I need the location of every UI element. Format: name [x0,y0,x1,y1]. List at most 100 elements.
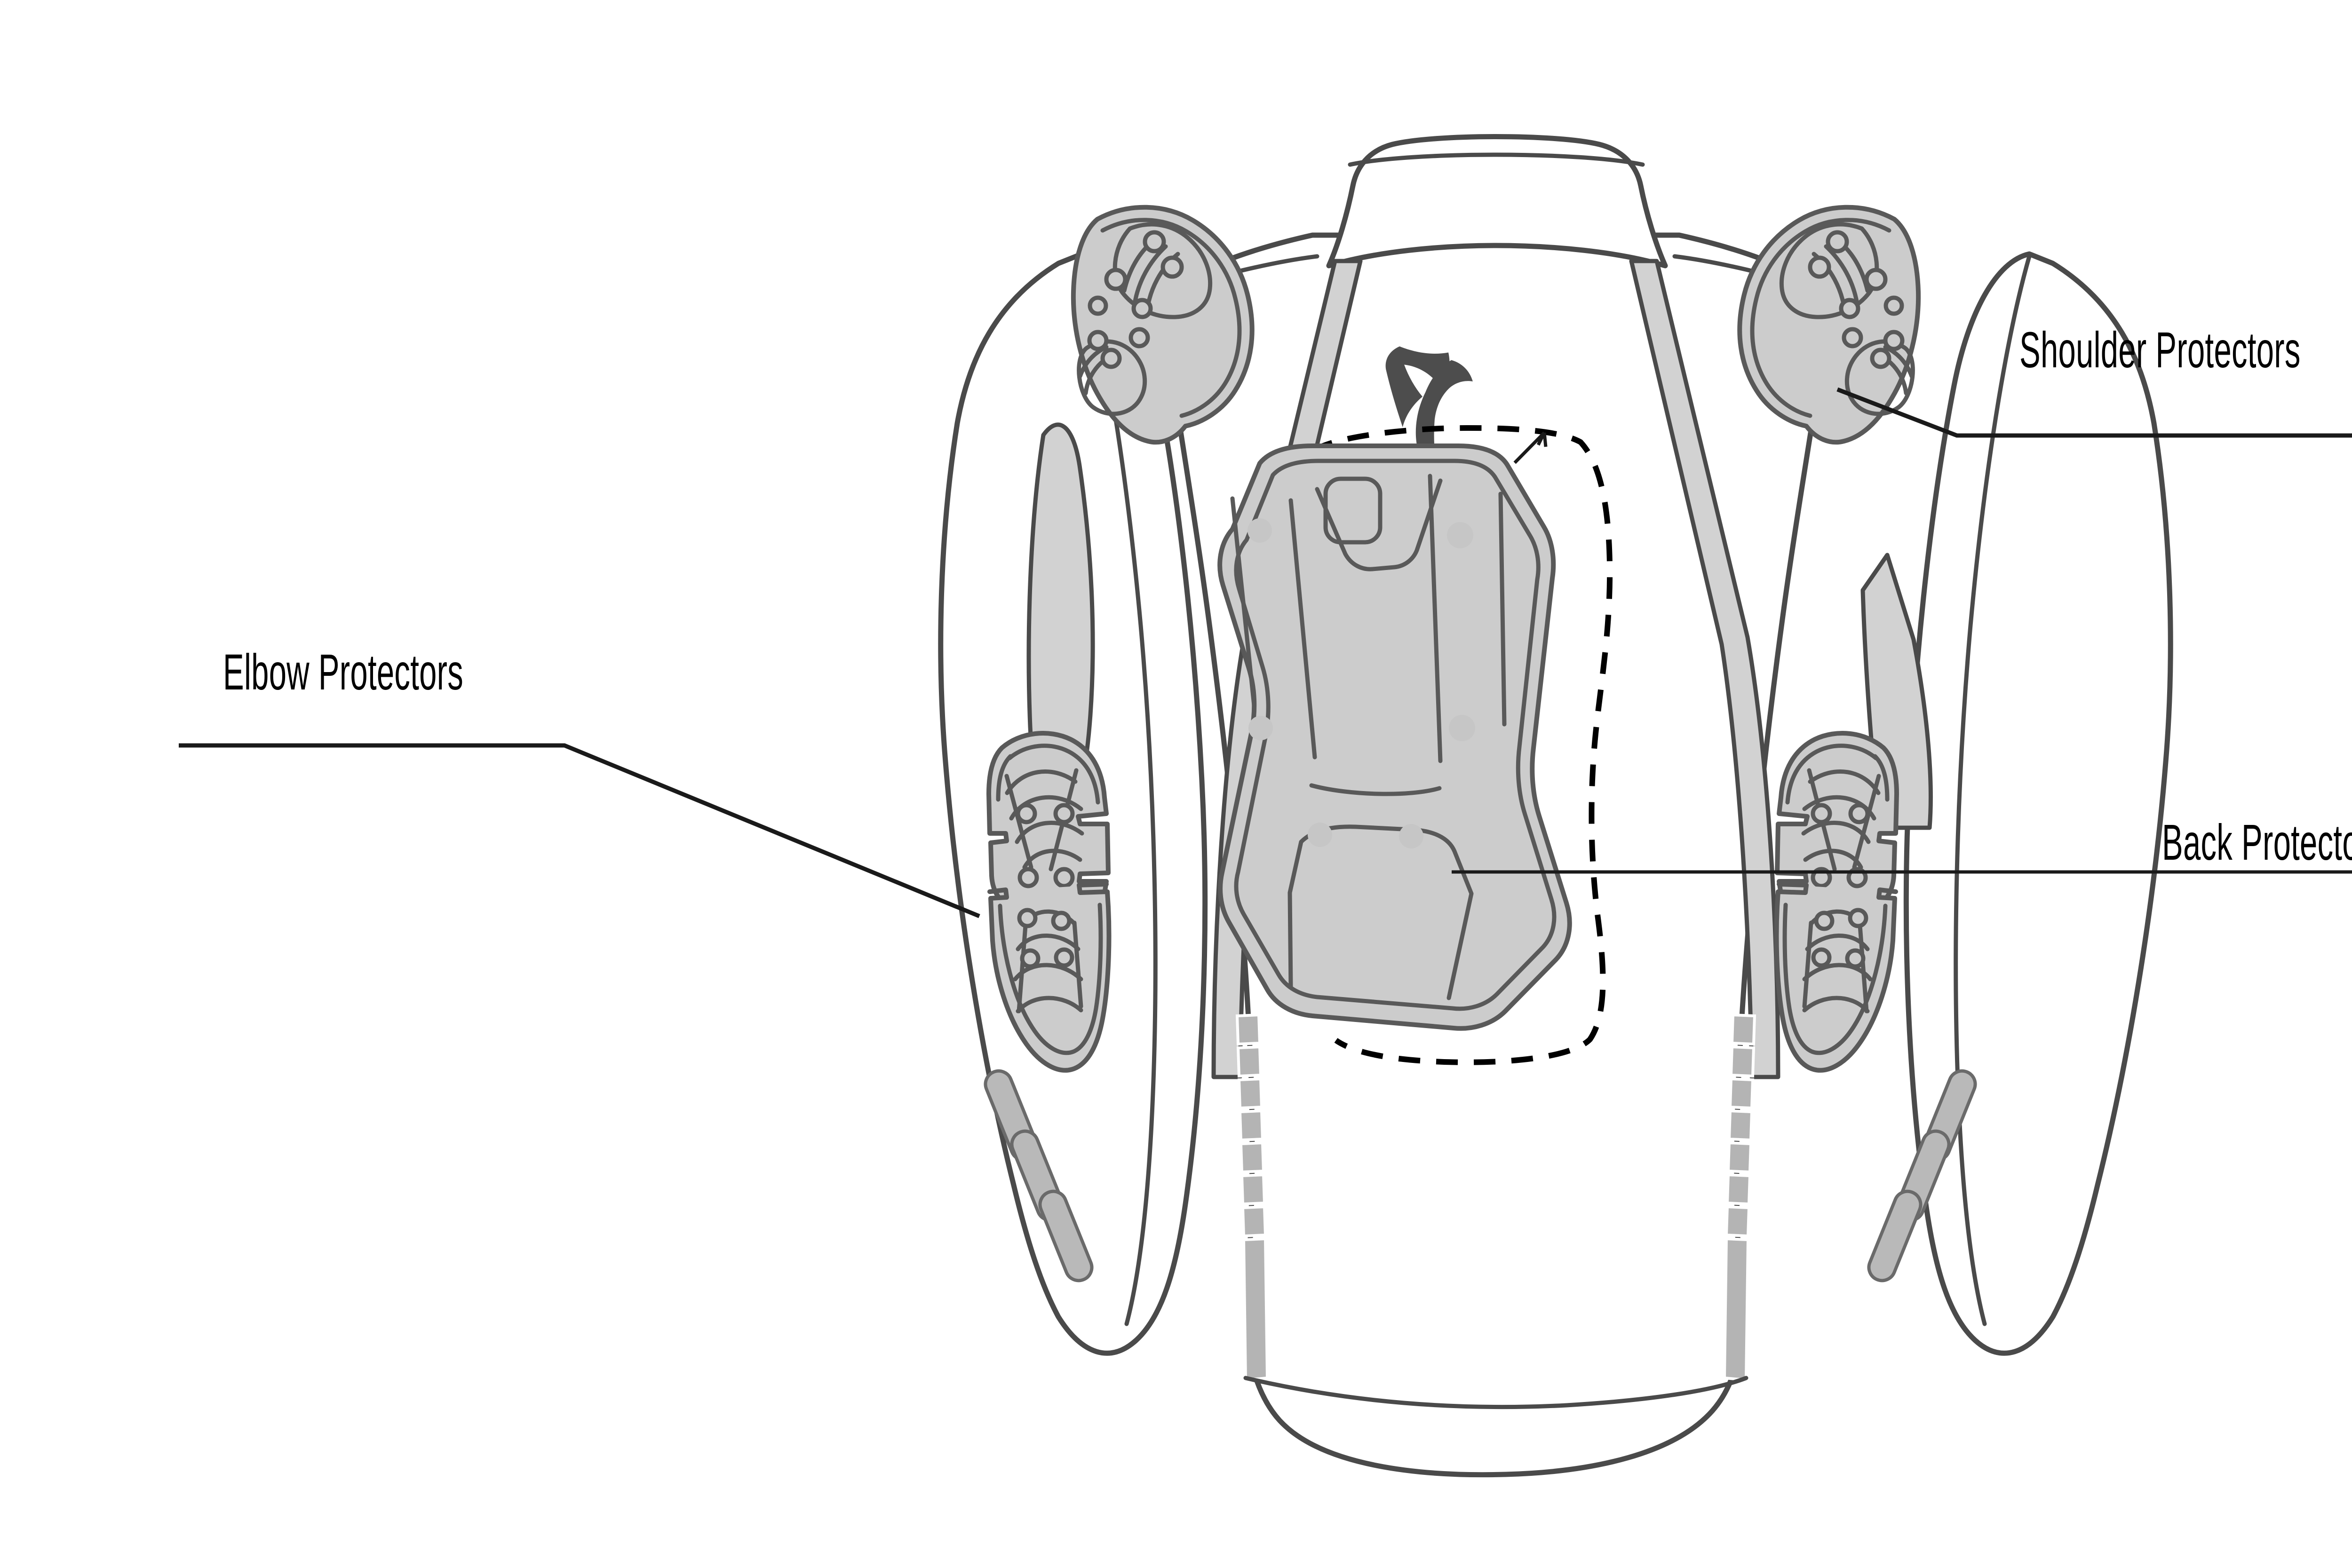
back-protector-panel-line-left [1288,498,1317,760]
right-torso-vent-segments [1724,1013,1756,1238]
right-shoulder-protector [1737,205,1921,445]
back-protector-rivet [1248,716,1273,740]
callout-label-shoulder-protectors: Shoulder Protectors [2019,321,2301,378]
right-sleeve [1860,251,2173,1356]
back-protector-panel-line-right [1428,474,1443,763]
yoke-stripe-right [1631,261,1778,1077]
right-elbow-upper-inner-edge [1785,744,1878,805]
left-torso-ventilation [1235,1013,1269,1382]
yoke-stripe-left [1214,261,1360,1077]
right-shoulder-vent-hole [1864,268,1888,291]
right-elbow-lower-wedge-left [1802,920,1813,1009]
back-protector-rivet [1308,823,1332,847]
left-shoulder-vent-hole [1131,298,1153,319]
right-torso-vent-band [1723,1237,1750,1382]
left-elbow-vent-hole [1017,867,1039,888]
back-protector-pocket-dashed-outline [1311,425,1613,1065]
back-protector-top-slot [1323,476,1383,545]
left-elbow-upper-rib-1 [1005,769,1078,795]
right-elbow-lower-inner-edge [1782,903,1888,1055]
left-shoulder-rib-pod-lower [1077,339,1147,416]
left-torso-vent-segments [1235,1013,1267,1238]
collar-outer [1326,134,1668,269]
left-elbow-vent-hole [1054,947,1074,968]
left-elbow-lower-inner-edge [998,903,1103,1055]
right-shoulder-protector-inner-edge [1750,218,1891,418]
left-elbow-vent-hole [1051,911,1072,931]
back-protector-panel-line-far-right [1498,491,1507,727]
left-shoulder-vent-hole [1104,268,1128,291]
left-shoulder-rib-2 [1132,244,1168,306]
left-shoulder-vent-hole [1087,330,1109,351]
left-shoulder-vent-hole [1100,348,1122,369]
elbow-protectors-leader-line [179,743,980,919]
right-elbow-upper-rib-1 [1808,769,1881,795]
right-shoulder-vent-hole [1883,295,1904,316]
left-elbow-upper-inner-edge-2 [996,754,1013,802]
back-protector-panel-line-far-left [1230,496,1256,708]
left-shoulder-vent-hole [1143,230,1166,253]
left-elbow-vent-hole [1053,803,1075,824]
left-elbow-vent-hole [1053,867,1075,888]
left-elbow-vent-hole [1016,803,1037,824]
back-protector-rivet [1399,824,1423,848]
left-shoulder-protector-inner-edge [1100,218,1242,418]
back-protector-top-shield [1315,478,1443,571]
callout-leader-lines [179,387,2352,919]
back-protector-rivet [1248,518,1272,543]
right-elbow-vent-hole [1845,948,1866,969]
right-shoulder-vent-hole [1808,255,1831,279]
left-elbow-upper-inner-edge [1007,744,1100,805]
collar-inner-seam [1348,152,1645,167]
back-protector-pocket-pointer [1513,431,1548,464]
right-elbow-vent-hole [1811,947,1832,968]
right-elbow-vent-hole [1814,911,1835,931]
back-protector-bottom-panel [1309,783,1442,796]
right-elbow-protector-lower-lobe [1774,882,1898,1073]
left-elbow-lower-rib-4 [1016,996,1083,1014]
left-torso-vent-band [1242,1237,1269,1382]
left-elbow-lower-wedge-right [1072,920,1083,1009]
back-protector-rivet [1449,715,1475,741]
left-elbow-vent-hole [1020,948,1041,969]
left-elbow-vent-hole [1017,908,1038,928]
left-elbow-protector [986,731,1112,1073]
jacket-illustration [938,134,2173,1478]
left-elbow-upper-wedge-left [1004,774,1033,870]
left-elbow-protector-lower-lobe [987,882,1112,1073]
right-shoulder-rib-2 [1824,244,1859,306]
right-shoulder-vent-hole [1870,348,1891,369]
left-shoulder-protector [1071,205,1255,445]
jacket-bottom-hem [1243,1376,1748,1410]
right-shoulder-vent-hole [1826,230,1849,253]
back-protector-outer-shell [1217,443,1572,1031]
callout-label-back-protector: Back Protector [2162,814,2352,871]
jacket-collar [1326,134,1668,269]
right-shoulder-rib-pod-lower [1844,339,1915,416]
back-protector-plate [1217,443,1572,1031]
left-upperarm-accent [1029,424,1093,821]
back-protector-inner-edge [1234,459,1557,1011]
back-protector-rivet [1447,522,1473,548]
right-elbow-vent-hole [1848,908,1868,928]
left-shoulder-vent-hole [1088,295,1108,316]
right-elbow-lower-rib-4 [1802,996,1870,1014]
right-forearm-ventilation-slots [1867,1069,1977,1283]
right-elbow-vent-hole [1811,803,1832,824]
right-upperarm-accent-edge [1860,553,1933,830]
right-shoulder-vent-hole [1842,327,1863,348]
left-elbow-lower-wedge-left [1017,923,1028,1014]
right-elbow-upper-inner-edge-2 [1873,754,1890,802]
callout-label-elbow-protectors: Elbow Protectors [223,643,464,700]
right-torso-ventilation [1723,1013,1756,1382]
right-elbow-upper-wedge-right [1852,774,1881,870]
left-forearm-ventilation-slots [984,1069,1094,1283]
right-elbow-lower-wedge-right [1858,923,1869,1014]
right-shoulder-vent-hole [1883,330,1905,351]
right-sleeve-seam [1954,254,2032,1326]
right-shoulder-vent-hole [1839,298,1860,319]
left-shoulder-vent-hole [1128,327,1150,348]
left-shoulder-vent-hole [1160,255,1184,279]
